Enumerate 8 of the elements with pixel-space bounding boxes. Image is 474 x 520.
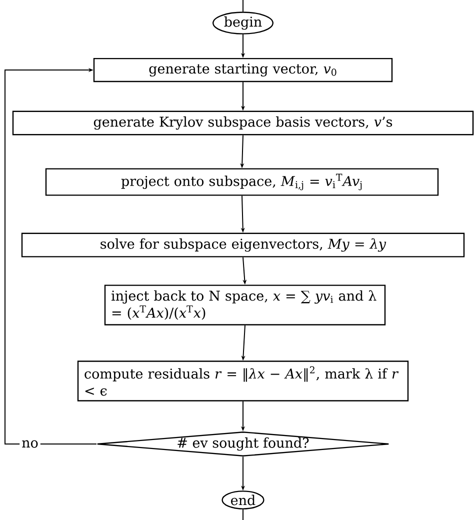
- process-box: project onto subspace, M$_{i,j}$ = v$_{i}$$^{T}$Av$_{j}$: [45, 168, 439, 196]
- process-box: solve for subspace eigenvectors, My = λy: [21, 232, 465, 258]
- process-box: inject back to N space, x = ∑ yv$_{i}$ and λ = (x$^{T}$Ax)/(x$^{T}$x): [104, 284, 386, 326]
- process-box: generate starting vector, v$_{0}$: [93, 58, 393, 82]
- edge-label: no: [22, 440, 38, 448]
- process-box: generate Krylov subspace basis vectors, v’s: [12, 110, 474, 136]
- process-box: compute residuals r = ‖λx − Ax‖$^{2}$, mark λ if r < ϵ: [77, 360, 409, 402]
- arrow: [4, 68, 97, 444]
